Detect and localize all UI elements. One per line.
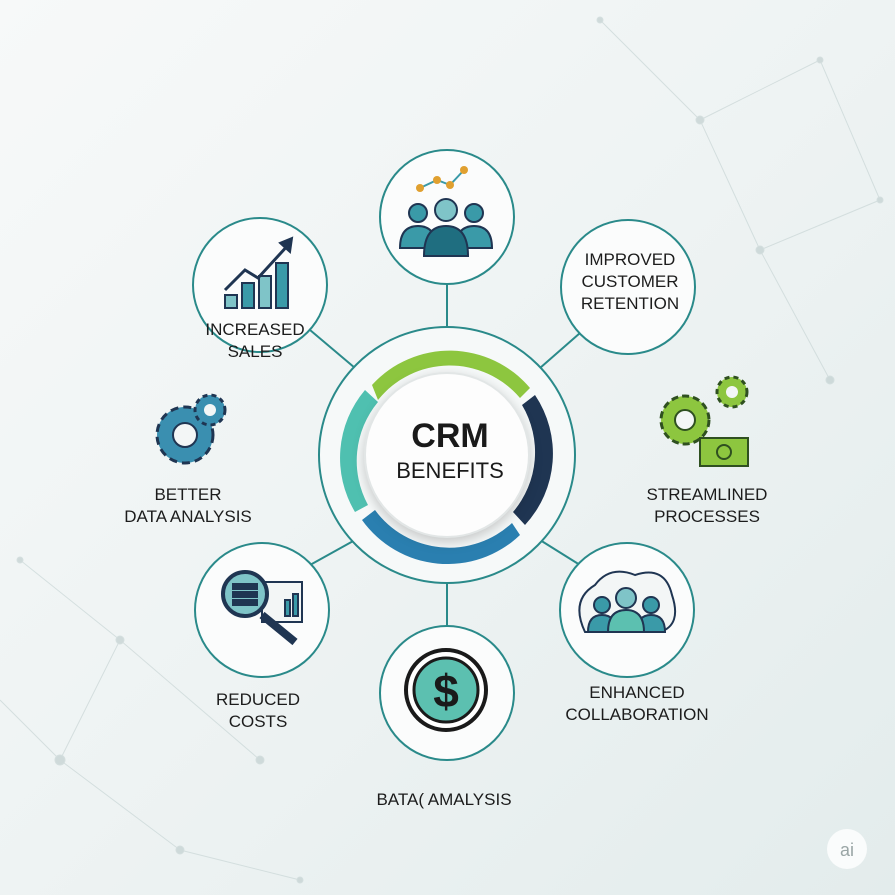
center-subtitle: BENEFITS xyxy=(396,458,504,483)
svg-text:$: $ xyxy=(433,665,459,717)
benefit-node-customer-network xyxy=(379,149,515,285)
growth-chart-icon xyxy=(223,236,294,309)
cycle-arrow-mint xyxy=(340,390,378,512)
cycle-arrow-green xyxy=(372,350,530,400)
gears-icon xyxy=(155,393,227,465)
magnifier-report-icon xyxy=(221,570,303,646)
team-network-icon xyxy=(398,166,494,257)
benefit-node-cost-savings: $ BATA( AMALYSIS xyxy=(376,625,515,809)
team-collaboration-icon xyxy=(578,570,676,633)
background-network xyxy=(0,16,884,884)
ai-watermark: ai xyxy=(827,829,867,869)
benefit-label: BATA( AMALYSIS xyxy=(376,790,511,809)
gears-money-icon xyxy=(659,375,749,467)
cycle-arrow-blue xyxy=(362,510,520,565)
dollar-coin-icon: $ xyxy=(404,648,488,732)
svg-text:ai: ai xyxy=(840,840,854,860)
center-hub: CRM BENEFITS xyxy=(318,326,576,584)
connector-lines xyxy=(309,284,581,626)
center-title: CRM xyxy=(411,417,488,455)
cycle-arrow-navy xyxy=(513,395,553,525)
